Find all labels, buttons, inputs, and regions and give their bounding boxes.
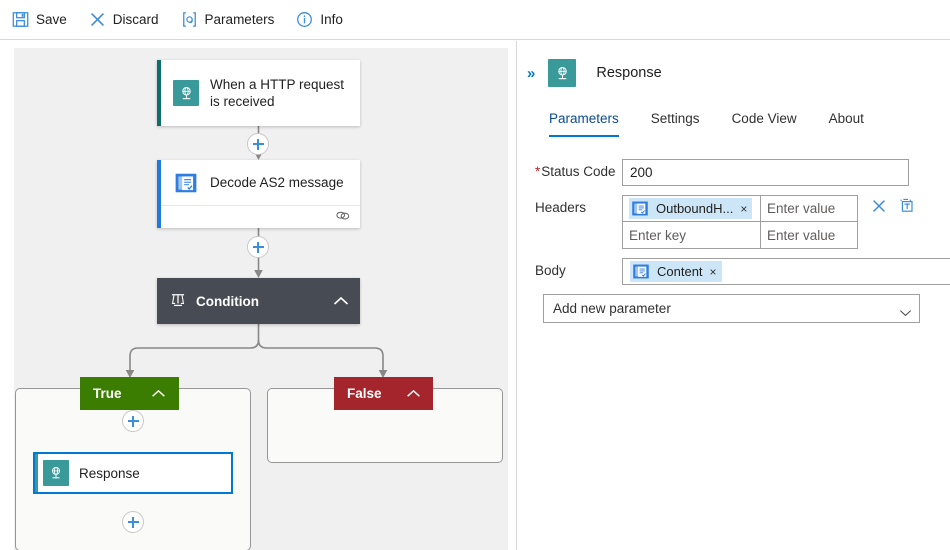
- add-step-true-top[interactable]: [122, 410, 144, 432]
- tab-about[interactable]: About: [828, 111, 864, 126]
- panel-tabs: Parameters Settings Code View About: [549, 107, 950, 137]
- node-decode-as2-message[interactable]: Decode AS2 message: [157, 160, 360, 228]
- header-value-cell-2[interactable]: Enter value: [760, 222, 858, 249]
- toolbar: Save Discard Parameters Info: [0, 0, 950, 40]
- headers-grid: OutboundH... × Enter value Enter key Ent…: [622, 195, 858, 249]
- true-branch-label: True: [93, 386, 122, 401]
- status-code-label: *Status Code: [535, 159, 622, 179]
- false-branch-label: False: [347, 386, 382, 401]
- info-icon: [296, 11, 313, 28]
- header-value-cell-1[interactable]: Enter value: [760, 195, 858, 222]
- node-title: When a HTTP request is received: [210, 77, 345, 109]
- response-icon: [43, 460, 69, 486]
- body-token-chip[interactable]: Content ×: [630, 261, 722, 282]
- body-row: Body: [535, 258, 950, 285]
- save-button[interactable]: Save: [12, 6, 67, 34]
- required-marker: *: [535, 164, 541, 179]
- node-accent-bar: [35, 454, 38, 492]
- workflow-canvas[interactable]: When a HTTP request is received: [14, 48, 508, 550]
- node-title: Condition: [196, 293, 259, 309]
- panel-header: » Response: [517, 41, 950, 87]
- false-branch-header[interactable]: False: [334, 377, 433, 410]
- chevron-up-icon[interactable]: [333, 294, 349, 309]
- header-key-cell-1[interactable]: OutboundH... ×: [622, 195, 760, 222]
- add-new-parameter-dropdown[interactable]: Add new parameter: [543, 294, 920, 323]
- header-key-cell-2[interactable]: Enter key: [622, 222, 760, 249]
- response-icon: [548, 59, 577, 87]
- node-response[interactable]: Response: [33, 452, 233, 494]
- tab-code-view[interactable]: Code View: [731, 111, 797, 126]
- header-key-token-chip[interactable]: OutboundH... ×: [629, 198, 753, 219]
- add-step-true-bottom[interactable]: [122, 511, 144, 533]
- as2-document-icon: [631, 200, 649, 218]
- status-code-input[interactable]: 200: [622, 159, 909, 186]
- double-chevron-right-icon[interactable]: »: [527, 64, 535, 82]
- chevron-up-icon[interactable]: [151, 386, 166, 401]
- header-key-token-label: OutboundH...: [656, 201, 734, 216]
- node-footer: [157, 205, 360, 227]
- add-step-after-decode[interactable]: [247, 236, 269, 258]
- panel-title: Response: [596, 65, 662, 81]
- chevron-down-icon: [899, 305, 912, 317]
- headers-row-2: Enter key Enter value: [622, 222, 858, 249]
- node-accent-bar: [157, 160, 161, 228]
- tab-parameters[interactable]: Parameters: [549, 107, 619, 137]
- node-condition[interactable]: Condition: [157, 278, 360, 324]
- remove-body-token-icon[interactable]: ×: [709, 264, 717, 279]
- headers-row-1: OutboundH... × Enter value: [622, 195, 858, 222]
- status-code-label-text: Status Code: [541, 164, 616, 179]
- discard-button[interactable]: Discard: [89, 6, 159, 34]
- add-new-parameter-label: Add new parameter: [553, 301, 671, 316]
- details-panel: » Response Parameters Settings Code View…: [517, 41, 950, 550]
- body-token-label: Content: [657, 264, 703, 279]
- request-trigger-icon: [173, 80, 199, 106]
- parameters-button[interactable]: Parameters: [181, 6, 275, 34]
- status-code-row: *Status Code 200: [535, 159, 950, 186]
- as2-document-icon: [173, 170, 199, 196]
- node-accent-bar: [157, 60, 161, 126]
- headers-actions: [871, 195, 915, 217]
- remove-header-key-token-icon[interactable]: ×: [740, 201, 748, 216]
- link-chain-icon[interactable]: [335, 209, 351, 225]
- parameters-icon: [181, 11, 198, 28]
- true-branch-header[interactable]: True: [80, 377, 179, 410]
- save-icon: [12, 11, 29, 28]
- headers-row: Headers: [535, 195, 950, 249]
- body-input[interactable]: Content ×: [622, 258, 950, 285]
- add-step-after-trigger[interactable]: [247, 133, 269, 155]
- condition-scale-icon: [170, 292, 186, 311]
- node-title: Response: [79, 465, 140, 481]
- chevron-up-icon[interactable]: [406, 386, 421, 401]
- delete-text-icon[interactable]: [899, 198, 915, 217]
- info-button[interactable]: Info: [296, 6, 343, 34]
- parameters-form: *Status Code 200 Headers: [535, 159, 950, 323]
- body-label: Body: [535, 263, 566, 278]
- discard-icon: [89, 11, 106, 28]
- as2-document-icon: [632, 263, 650, 281]
- parameters-button-label: Parameters: [204, 12, 275, 27]
- close-x-icon[interactable]: [871, 198, 887, 217]
- designer-canvas-panel: When a HTTP request is received: [0, 41, 517, 550]
- tab-settings[interactable]: Settings: [650, 111, 700, 126]
- discard-button-label: Discard: [112, 12, 159, 27]
- headers-label: Headers: [535, 200, 587, 215]
- node-when-a-http-request-is-received[interactable]: When a HTTP request is received: [157, 60, 360, 126]
- node-title: Decode AS2 message: [210, 175, 344, 190]
- info-button-label: Info: [320, 12, 343, 27]
- save-button-label: Save: [36, 12, 67, 27]
